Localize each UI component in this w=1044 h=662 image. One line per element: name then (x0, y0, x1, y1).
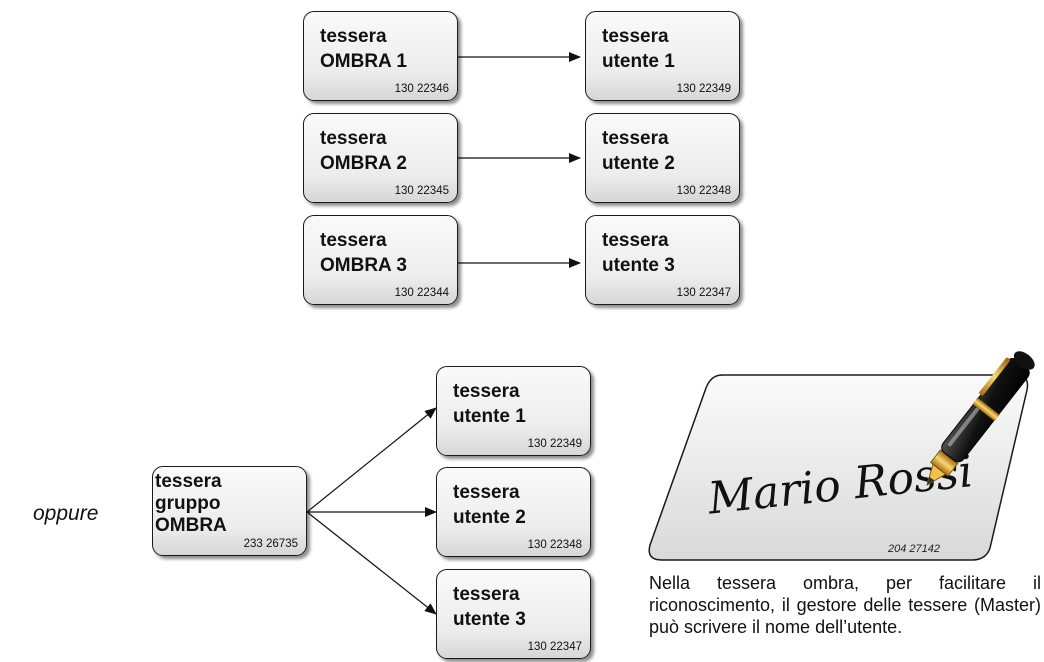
user-card-number: 130 22348 (676, 185, 731, 197)
shadow-card-2: tessera OMBRA 2 130 22345 (303, 113, 458, 203)
arrow-gruppo-utente3 (306, 511, 437, 615)
explanatory-note: Nella tessera ombra, per facilitare il r… (649, 573, 1041, 637)
group-shadow-card: tessera gruppo OMBRA 233 26735 (152, 466, 307, 556)
shadow-card-number: 130 22346 (394, 83, 449, 95)
oppure-label: oppure (33, 502, 99, 525)
shadow-card-number: 130 22344 (394, 287, 449, 299)
user-card-title: tessera utente 2 (453, 482, 526, 528)
group-card-number: 233 26735 (243, 538, 298, 550)
user-card-2: tessera utente 2 130 22348 (585, 113, 740, 203)
user-card-title: tessera utente 3 (453, 584, 526, 630)
user-card-title: tessera utente 1 (453, 381, 526, 427)
user-card-1: tessera utente 1 130 22349 (585, 11, 740, 101)
shadow-card-3: tessera OMBRA 3 130 22344 (303, 215, 458, 305)
user-card-number: 130 22347 (527, 641, 582, 653)
user-card-title: tessera utente 2 (602, 128, 675, 174)
shadow-card-title: tessera OMBRA 3 (320, 230, 407, 276)
shadow-card-title: tessera OMBRA 1 (320, 26, 407, 72)
user-card-title: tessera utente 3 (602, 230, 675, 276)
group-user-card-3: tessera utente 3 130 22347 (436, 569, 591, 659)
shadow-card-title: tessera OMBRA 2 (320, 128, 407, 174)
user-card-3: tessera utente 3 130 22347 (585, 215, 740, 305)
user-card-title: tessera utente 1 (602, 26, 675, 72)
group-user-card-2: tessera utente 2 130 22348 (436, 467, 591, 557)
group-card-title: tessera gruppo OMBRA (155, 471, 227, 536)
user-card-number: 130 22348 (527, 539, 582, 551)
user-card-number: 130 22349 (527, 438, 582, 450)
user-card-number: 130 22347 (676, 287, 731, 299)
group-user-card-1: tessera utente 1 130 22349 (436, 366, 591, 456)
shadow-card-1: tessera OMBRA 1 130 22346 (303, 11, 458, 101)
user-card-number: 130 22349 (676, 83, 731, 95)
shadow-card-number: 130 22345 (394, 185, 449, 197)
arrow-gruppo-utente1 (306, 407, 437, 513)
